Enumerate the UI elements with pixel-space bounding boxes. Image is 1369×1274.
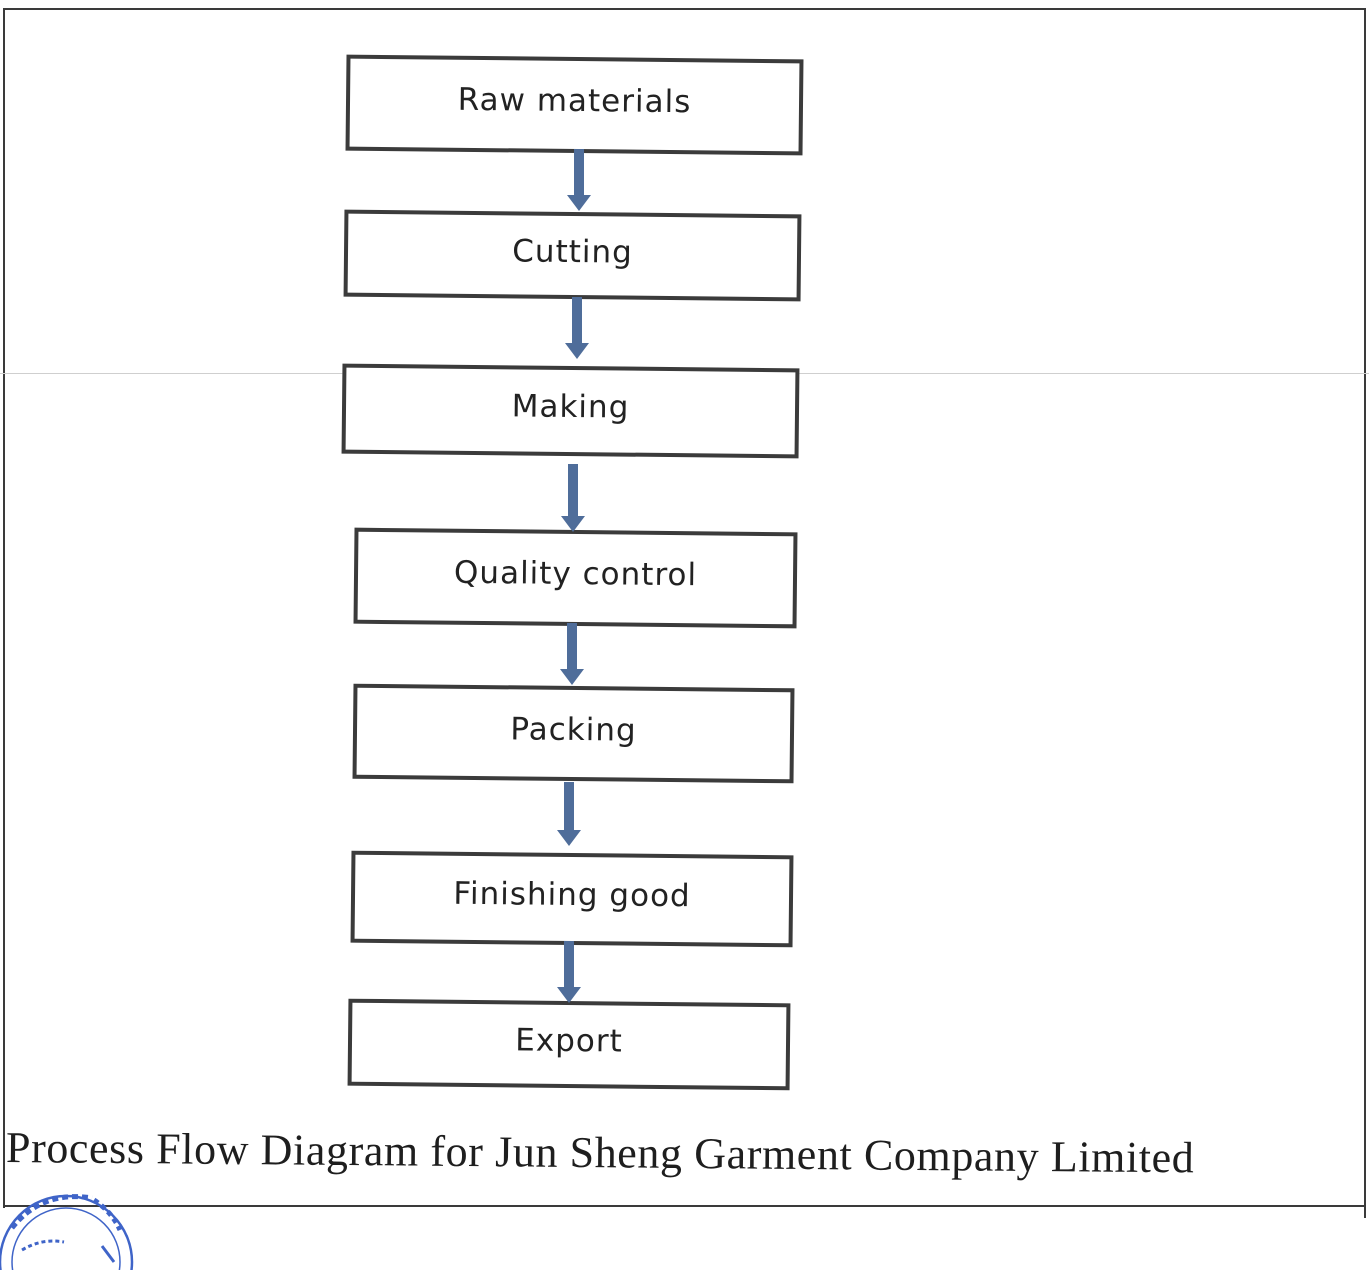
company-seal-stamp: [0, 1150, 142, 1274]
step-label: Raw materials: [457, 81, 692, 121]
frame-left-border: [3, 8, 5, 1208]
step-label: Export: [515, 1021, 623, 1060]
page-frame: [3, 8, 1366, 1218]
down-arrow-icon: [557, 782, 581, 848]
step-label: Packing: [510, 710, 637, 749]
down-arrow-icon: [560, 623, 584, 687]
down-arrow-icon: [557, 941, 581, 1005]
step-cutting: Cutting: [343, 209, 802, 302]
step-making: Making: [341, 363, 800, 459]
step-label: Making: [511, 388, 630, 426]
frame-top-border: [4, 8, 1366, 10]
down-arrow-icon: [567, 149, 591, 213]
step-quality-control: Quality control: [353, 527, 798, 629]
step-label: Quality control: [453, 554, 698, 594]
step-label: Finishing good: [453, 875, 691, 915]
step-export: Export: [347, 998, 791, 1091]
frame-bottom-border: [4, 1205, 1366, 1207]
down-arrow-icon: [565, 297, 589, 361]
step-packing: Packing: [352, 683, 795, 784]
step-finishing-good: Finishing good: [350, 850, 794, 948]
down-arrow-icon: [561, 464, 585, 534]
frame-right-border: [1364, 8, 1366, 1218]
step-raw-materials: Raw materials: [345, 54, 804, 156]
step-label: Cutting: [512, 232, 633, 271]
